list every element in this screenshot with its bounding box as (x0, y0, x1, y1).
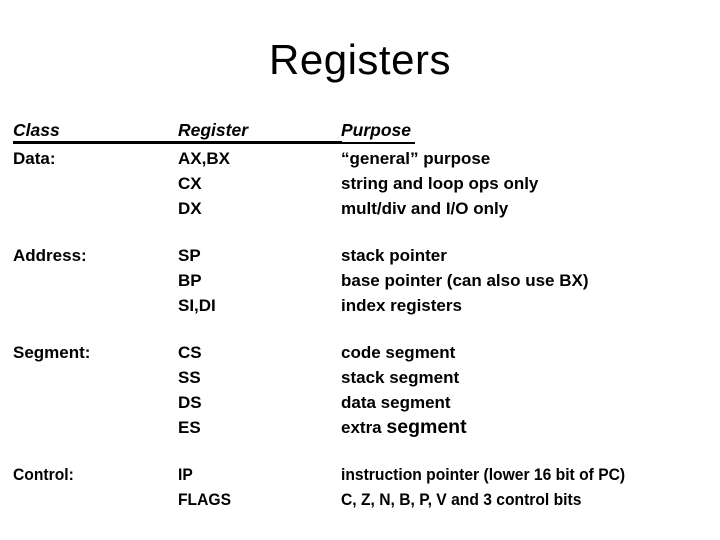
table-row: DS data segment (13, 390, 713, 415)
column-header-register-cell: Register (178, 120, 341, 144)
table-row: DX mult/div and I/O only (13, 196, 713, 221)
section-control: Control: IP instruction pointer (lower 1… (13, 462, 713, 512)
register-name: DS (178, 392, 202, 412)
header-rule (13, 141, 342, 144)
register-name: CX (178, 173, 202, 193)
class-label: Data: (13, 148, 56, 168)
class-label: Segment: (13, 342, 91, 362)
table-row: SI,DI index registers (13, 293, 713, 318)
register-purpose: stack pointer (341, 245, 447, 265)
table-row: BP base pointer (can also use BX) (13, 268, 713, 293)
slide-title: Registers (269, 36, 451, 83)
table-row: Address: SP stack pointer (13, 243, 713, 268)
register-name: SP (178, 245, 201, 265)
table-row: FLAGS C, Z, N, B, P, V and 3 control bit… (13, 487, 713, 512)
register-name: IP (178, 464, 193, 484)
register-purpose: “general” purpose (341, 148, 491, 168)
register-name: CS (178, 342, 202, 362)
table-row: Segment: CS code segment (13, 340, 713, 365)
register-purpose: extra segment (341, 416, 467, 439)
table-row: SS stack segment (13, 365, 713, 390)
section-data: Data: AX,BX “general” purpose CX string … (13, 146, 713, 221)
register-purpose: instruction pointer (lower 16 bit of PC) (341, 464, 626, 484)
column-header-purpose-cell: Purpose (341, 120, 713, 144)
purpose-emphasis: segment (386, 416, 467, 438)
register-name: ES (178, 417, 201, 437)
register-name: FLAGS (178, 489, 232, 509)
register-purpose: base pointer (can also use BX) (341, 270, 589, 290)
register-purpose: data segment (341, 392, 451, 412)
register-name: DX (178, 198, 202, 218)
register-purpose: string and loop ops only (341, 173, 539, 193)
purpose-prefix: extra (341, 418, 387, 437)
register-name: AX,BX (178, 148, 230, 168)
register-purpose: stack segment (341, 367, 460, 387)
table-row: Control: IP instruction pointer (lower 1… (13, 462, 713, 487)
column-header-purpose: Purpose (341, 120, 416, 144)
table-row: CX string and loop ops only (13, 171, 713, 196)
column-header-class-cell: Class (13, 120, 178, 144)
section-segment: Segment: CS code segment SS stack segmen… (13, 340, 713, 440)
register-purpose: mult/div and I/O only (341, 198, 509, 218)
table-row: Data: AX,BX “general” purpose (13, 146, 713, 171)
table-row: ES extra segment (13, 415, 713, 440)
register-purpose: code segment (341, 342, 456, 362)
registers-table: Class Register Purpose Data: AX,BX “gene… (13, 120, 713, 512)
register-name: SI,DI (178, 295, 216, 315)
column-header-class: Class (13, 120, 64, 144)
column-header-register: Register (178, 120, 253, 144)
table-header-row: Class Register Purpose (13, 120, 713, 144)
register-purpose: C, Z, N, B, P, V and 3 control bits (341, 489, 582, 509)
class-label: Address: (13, 245, 87, 265)
register-name: BP (178, 270, 202, 290)
register-purpose: index registers (341, 295, 462, 315)
class-label: Control: (13, 464, 74, 484)
section-address: Address: SP stack pointer BP base pointe… (13, 243, 713, 318)
register-name: SS (178, 367, 201, 387)
